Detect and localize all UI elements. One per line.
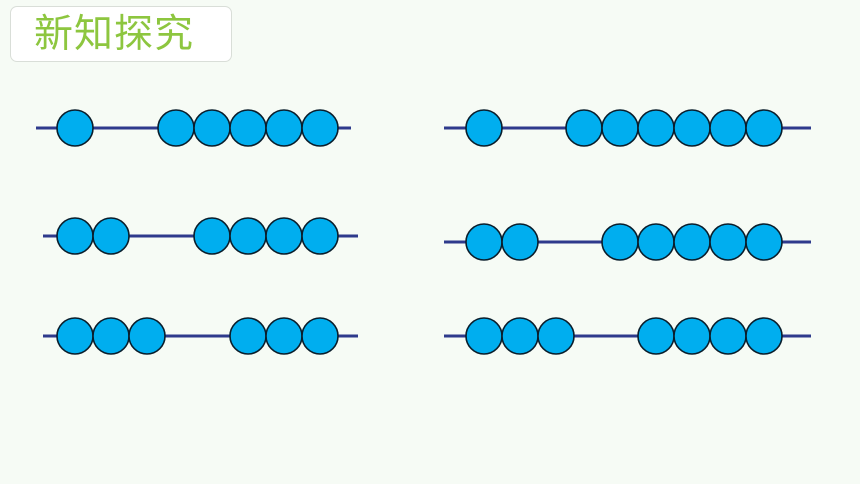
bead-right	[301, 109, 339, 147]
bead-right	[709, 317, 747, 355]
bead-left	[501, 223, 539, 261]
bead-left	[56, 217, 94, 255]
bead-right	[745, 109, 783, 147]
bead-left	[56, 109, 94, 147]
bead-right	[637, 317, 675, 355]
bead-right	[265, 317, 303, 355]
section-title-box: 新知探究	[10, 6, 232, 62]
bead-left	[128, 317, 166, 355]
bead-right	[745, 317, 783, 355]
bead-right	[637, 223, 675, 261]
section-title: 新知探究	[34, 12, 195, 57]
abacus-rod-group-left-2	[43, 217, 358, 255]
bead-left	[465, 317, 503, 355]
abacus-rod-group-right-2	[444, 223, 811, 261]
abacus-rod-group-left-1	[36, 109, 351, 147]
abacus-rod-group-left-3	[43, 317, 358, 355]
bead-right	[601, 109, 639, 147]
bead-right	[265, 217, 303, 255]
bead-right	[673, 109, 711, 147]
bead-right	[193, 217, 231, 255]
abacus-rod-group-right-3	[444, 317, 811, 355]
bead-right	[229, 217, 267, 255]
bead-right	[157, 109, 195, 147]
bead-right	[229, 109, 267, 147]
bead-right	[709, 109, 747, 147]
bead-left	[465, 109, 503, 147]
bead-right	[193, 109, 231, 147]
bead-left	[56, 317, 94, 355]
bead-right	[301, 317, 339, 355]
bead-right	[673, 317, 711, 355]
bead-left	[501, 317, 539, 355]
bead-right	[637, 109, 675, 147]
bead-right	[745, 223, 783, 261]
bead-right	[709, 223, 747, 261]
bead-right	[565, 109, 603, 147]
bead-right	[601, 223, 639, 261]
bead-left	[465, 223, 503, 261]
bead-left	[92, 217, 130, 255]
bead-right	[301, 217, 339, 255]
bead-left	[537, 317, 575, 355]
bead-right	[673, 223, 711, 261]
bead-left	[92, 317, 130, 355]
bead-right	[229, 317, 267, 355]
bead-right	[265, 109, 303, 147]
abacus-rod-group-right-1	[444, 109, 811, 147]
